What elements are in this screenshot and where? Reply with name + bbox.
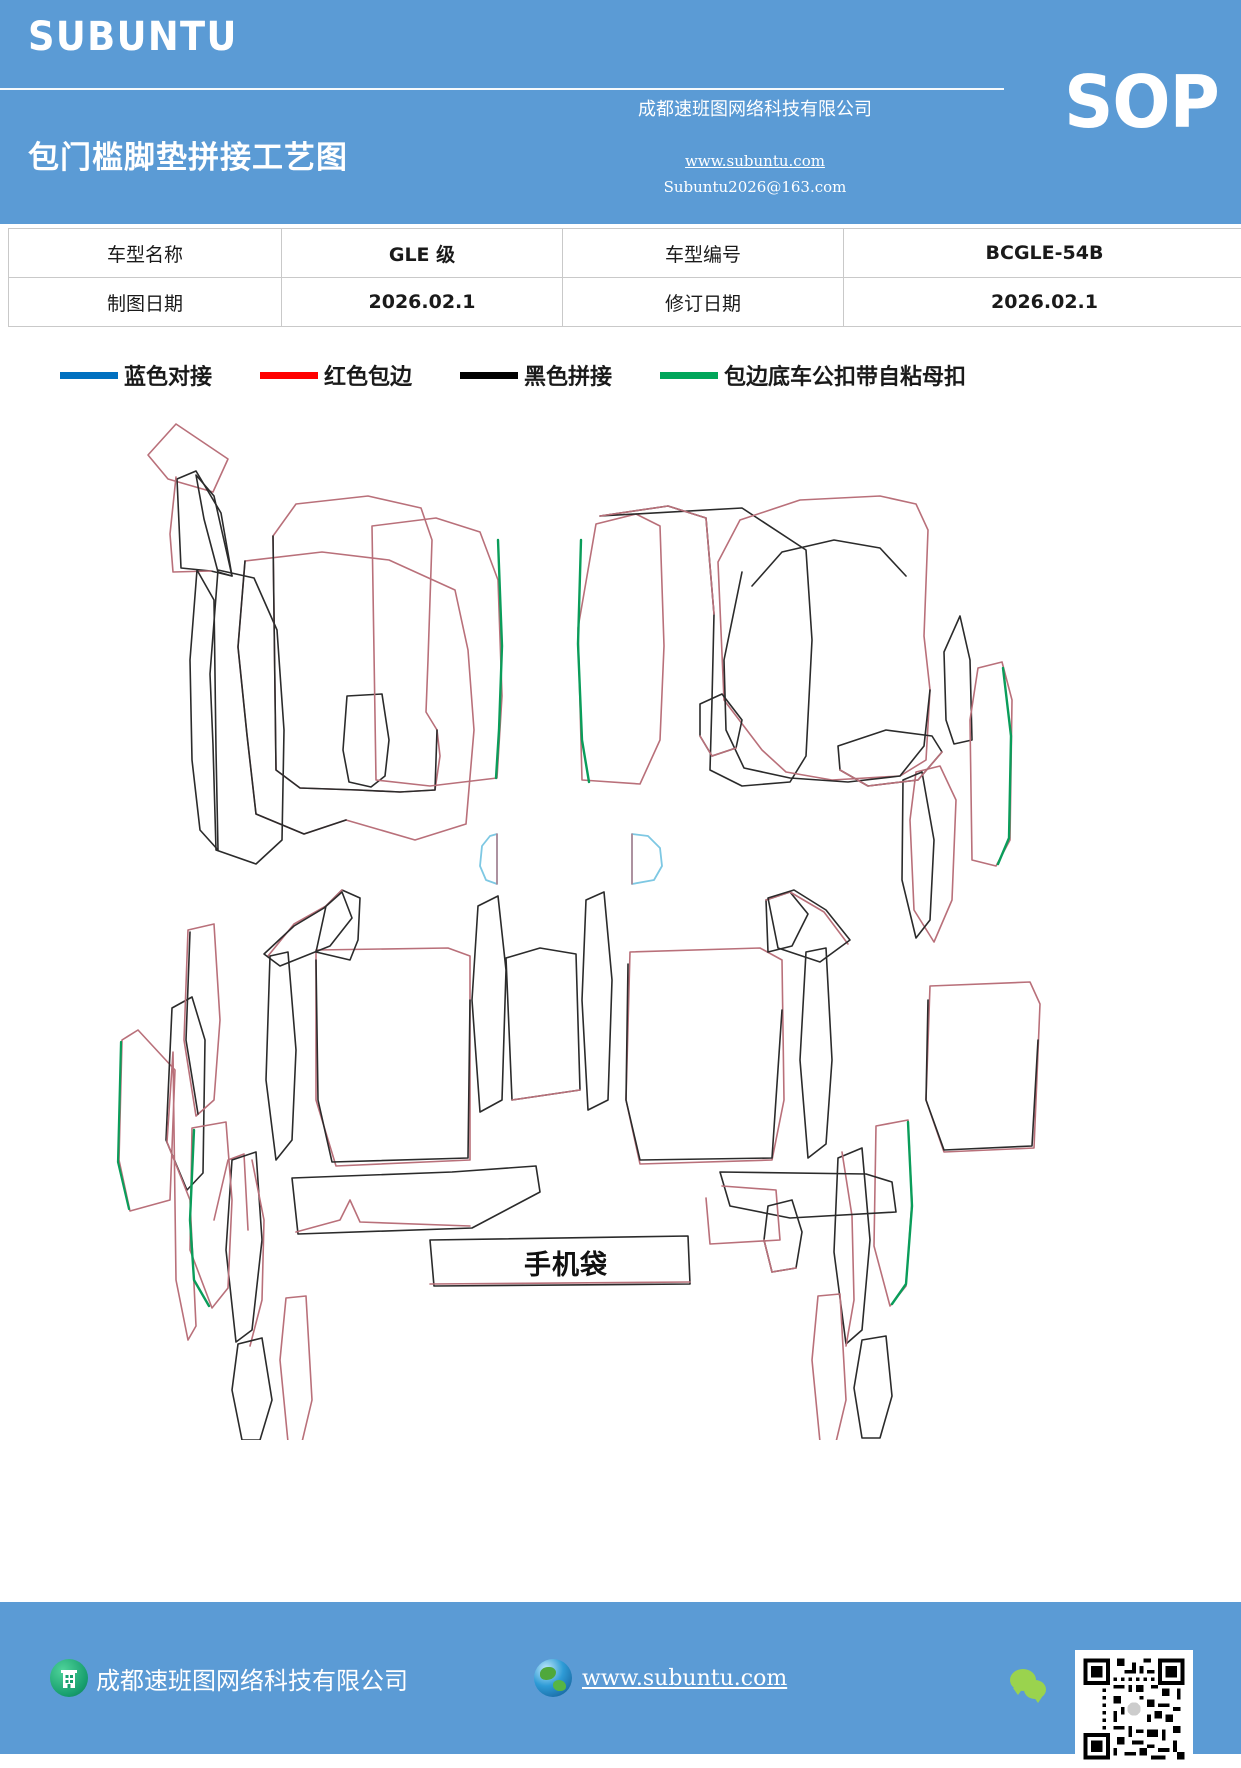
legend-swatch-green-icon [660, 372, 718, 379]
header-divider [0, 88, 1004, 90]
piece-rear-left-mat [316, 948, 470, 1166]
piece-front-right-mat [718, 496, 930, 780]
legend-label-blue: 蓝色对接 [124, 359, 212, 391]
floor-mat-pattern-drawing: 手机袋 [0, 400, 1241, 1440]
model-name-label: 车型名称 [9, 229, 282, 278]
draw-date-value: 2026.02.1 [282, 278, 563, 327]
edge-left-sill-green [118, 1042, 129, 1209]
edge-rear-right-green [892, 1122, 912, 1304]
piece-mid-right-slab [926, 982, 1040, 1152]
header-company-name: 成都速班图网络科技有限公司 [590, 95, 920, 121]
piece-center-left-mat [273, 496, 440, 792]
footer-company: 成都速班图网络科技有限公司 [50, 1659, 408, 1697]
legend: 蓝色对接 红色包边 黑色拼接 包边底车公扣带自粘母扣 [60, 358, 1180, 392]
slot-center-left [343, 694, 389, 787]
piece-center-hump-mid-edge [512, 1090, 580, 1100]
revise-date-label: 修订日期 [563, 278, 844, 327]
legend-item-red: 红色包边 [260, 359, 412, 391]
phone-pocket-right [632, 834, 662, 884]
wechat-bubble-small [1024, 1680, 1046, 1699]
pattern-svg [0, 400, 1241, 1440]
footer-website[interactable]: www.subuntu.com [534, 1659, 787, 1697]
legend-swatch-blue-icon [60, 372, 118, 379]
piece-bottom-left-panel-edge [296, 1200, 470, 1232]
piece-bottom-right-panel [720, 1172, 896, 1218]
piece-rear-left-green-sill [190, 1122, 232, 1308]
footer-company-name: 成都速班图网络科技有限公司 [96, 1661, 408, 1696]
seam-front-right-body [724, 572, 930, 782]
piece-front-left-inner [210, 570, 284, 864]
piece-right-lower-strip-b [902, 772, 934, 938]
piece-mid-right-slab-seam [926, 1000, 1038, 1150]
piece-bottom-right-step-b [764, 1240, 796, 1272]
piece-rear-right-wing-edge [766, 892, 848, 944]
table-row: 车型名称 GLE 级 车型编号 BCGLE-54B [9, 229, 1241, 278]
legend-item-green: 包边底车公扣带自粘母扣 [660, 359, 966, 391]
header-email[interactable]: Subuntu2026@163.com [590, 178, 920, 196]
legend-item-black: 黑色拼接 [460, 359, 612, 391]
sop-badge: SOP [1064, 60, 1219, 144]
piece-rear-right-outer-edge [842, 1152, 854, 1346]
model-code-value: BCGLE-54B [844, 229, 1241, 278]
seam-center-right-mat [600, 506, 714, 614]
header-website-link[interactable]: www.subuntu.com [590, 152, 920, 170]
vehicle-info-table: 车型名称 GLE 级 车型编号 BCGLE-54B 制图日期 2026.02.1… [8, 228, 1241, 327]
piece-bottom-right-panel-edge [706, 1186, 780, 1244]
phone-pocket-label: 手机袋 [524, 1243, 608, 1282]
wechat-icon [1010, 1669, 1056, 1703]
phone-pocket-left [480, 834, 497, 884]
seam-center-left-mat [273, 536, 437, 792]
piece-center-sill-right [578, 514, 664, 784]
model-name-value: GLE 级 [282, 229, 563, 278]
legend-swatch-black-icon [460, 372, 518, 379]
legend-item-blue: 蓝色对接 [60, 359, 212, 391]
legend-swatch-red-icon [260, 372, 318, 379]
piece-rear-right-mat [626, 948, 784, 1164]
piece-center-hump-left [472, 896, 506, 1112]
page-header: SUBUNTU 包门槛脚垫拼接工艺图 成都速班图网络科技有限公司 www.sub… [0, 0, 1241, 224]
piece-leg-left-outer [232, 1338, 272, 1440]
globe-icon [534, 1659, 572, 1697]
piece-leg-right [812, 1294, 846, 1440]
piece-right-narrow-a [944, 616, 972, 744]
seam-rear-right-mat [626, 964, 782, 1160]
seam-rear-left-mat [316, 960, 470, 1162]
building-icon [50, 1659, 88, 1697]
piece-rear-left-outer-edge [250, 1160, 264, 1346]
piece-heel-pad-left [190, 570, 218, 850]
revise-date-value: 2026.02.1 [844, 278, 1241, 327]
page-title: 包门槛脚垫拼接工艺图 [28, 132, 348, 177]
piece-rear-left-strip [266, 952, 296, 1160]
seam-front-left-mat [238, 561, 346, 834]
legend-label-green: 包边底车公扣带自粘母扣 [724, 359, 966, 391]
piece-center-hump-mid [506, 948, 580, 1100]
footer-website-link[interactable]: www.subuntu.com [582, 1666, 787, 1691]
legend-label-black: 黑色拼接 [524, 359, 612, 391]
legend-label-red: 红色包边 [324, 359, 412, 391]
piece-rear-right-strip [800, 948, 832, 1158]
model-code-label: 车型编号 [563, 229, 844, 278]
piece-leg-right-outer [854, 1336, 892, 1438]
brand-logo: SUBUNTU [28, 14, 238, 60]
edge-right-sill-green [998, 668, 1011, 864]
table-row: 制图日期 2026.02.1 修订日期 2026.02.1 [9, 278, 1241, 327]
piece-center-right-mat [600, 506, 812, 786]
qr-code [1075, 1650, 1193, 1768]
piece-center-hump-right [582, 892, 612, 1110]
edge-rear-left-green [190, 1130, 209, 1306]
arch-seam-front-right [752, 540, 906, 586]
page-footer: 成都速班图网络科技有限公司 www.subuntu.com [0, 1602, 1241, 1754]
draw-date-label: 制图日期 [9, 278, 282, 327]
piece-leg-left [280, 1296, 312, 1440]
piece-upper-left-tab [148, 424, 228, 492]
